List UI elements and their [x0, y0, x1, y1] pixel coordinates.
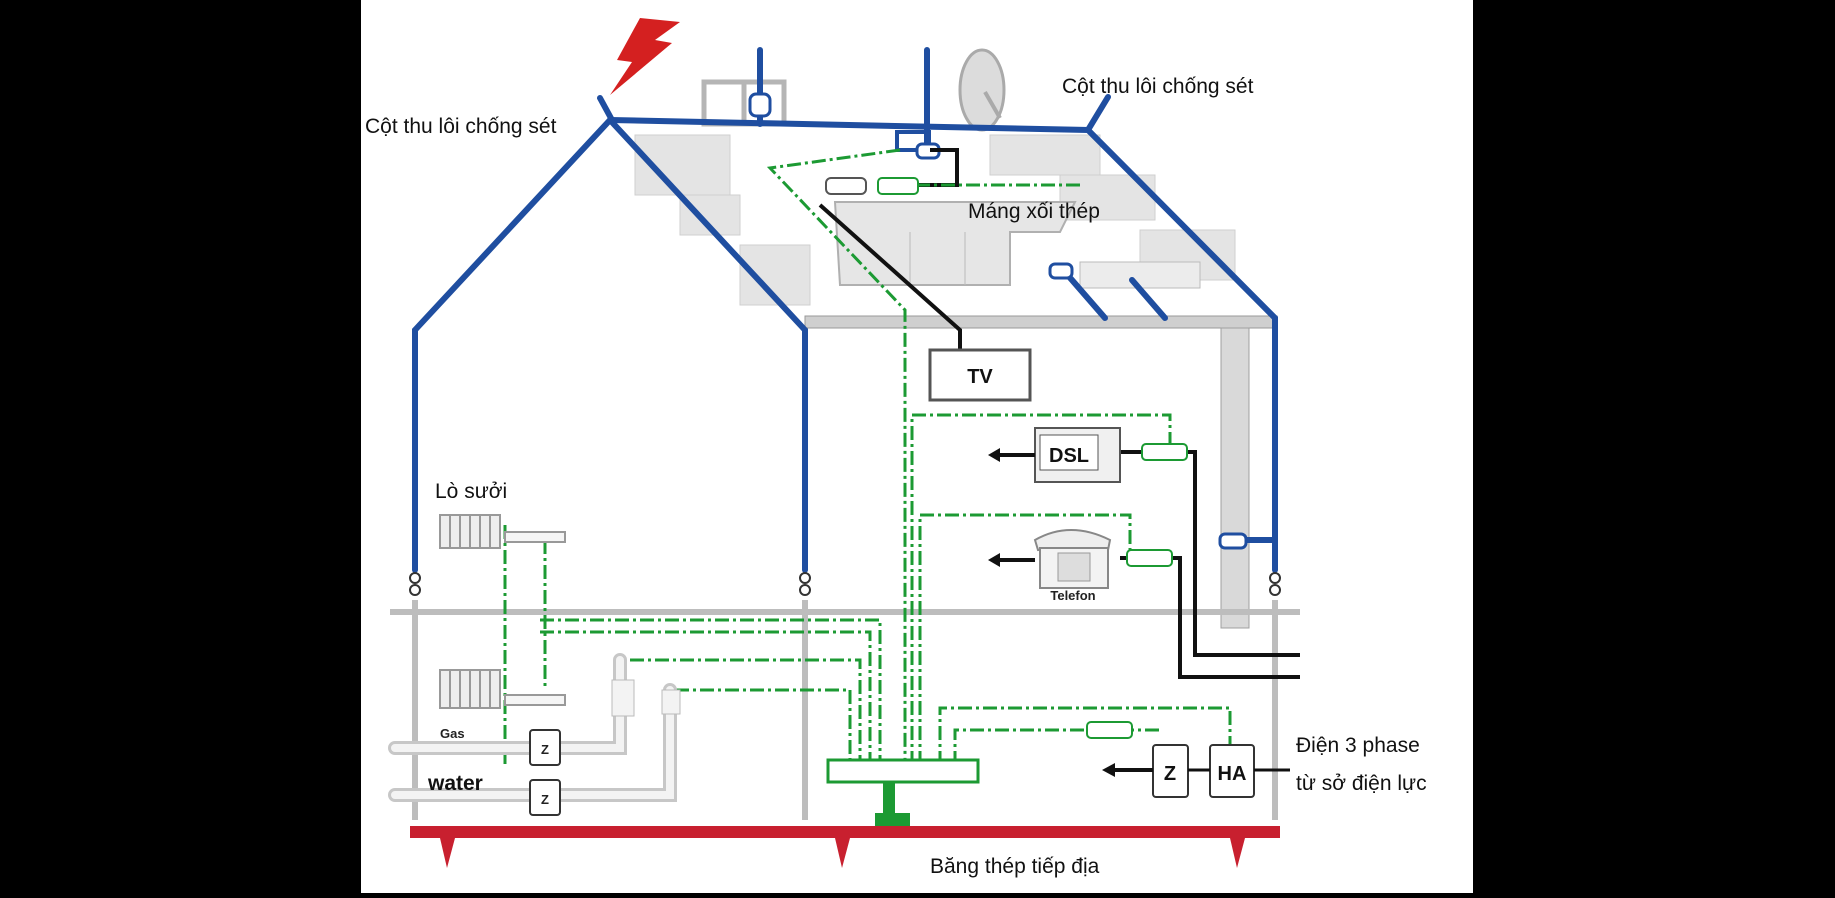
downpipe [1220, 327, 1250, 629]
water-meter-label: Z [541, 792, 549, 807]
bonding-connectors [877, 177, 1188, 739]
tv-box: TV [928, 348, 1032, 402]
power-meter-z-label: Z [1164, 763, 1176, 785]
house-connection-box: HA [1209, 744, 1255, 798]
telefon-label: Telefon [1050, 588, 1095, 603]
radiator-lower [439, 669, 566, 709]
gas-meter: Z [529, 729, 561, 766]
power-label-line1: Điện 3 phase [1296, 734, 1420, 757]
surge-protector-icons [825, 177, 867, 195]
tv-label: TV [967, 366, 993, 388]
equipotential-bonding [503, 148, 1232, 765]
bonding-bar-stem [883, 782, 895, 817]
ground-strip-label: Băng thép tiếp địa [930, 855, 1100, 878]
lightning-bolt-icon [610, 18, 680, 95]
radiator-upper [439, 514, 566, 549]
steel-gutter-box [833, 201, 1201, 289]
dsl-modem: DSL [988, 427, 1121, 483]
power-arrow-icon [1102, 763, 1115, 777]
ha-label: HA [1218, 763, 1247, 785]
power-label-line2: từ sở điện lực [1296, 772, 1427, 795]
telephone-icon [988, 529, 1112, 589]
ground-strip [410, 826, 1280, 868]
gas-label: Gas [440, 726, 465, 741]
dsl-label: DSL [1049, 445, 1089, 467]
gas-water-pipes [388, 653, 681, 802]
bonding-bar [826, 758, 980, 784]
gutter-label: Máng xối thép [968, 200, 1100, 223]
lightning-rod-right-label: Cột thu lôi chống sét [1062, 75, 1254, 98]
roof-gutter [804, 315, 1278, 329]
satellite-dish-icon [958, 48, 1006, 132]
gas-meter-label: Z [541, 742, 549, 757]
water-meter: Z [529, 779, 561, 816]
lightning-rod-left-label: Cột thu lôi chống sét [365, 115, 557, 138]
power-meter-z: Z [1152, 744, 1189, 798]
water-label: water [427, 772, 483, 795]
test-point-connectors [409, 572, 1281, 596]
heater-label: Lò sưởi [435, 480, 507, 503]
